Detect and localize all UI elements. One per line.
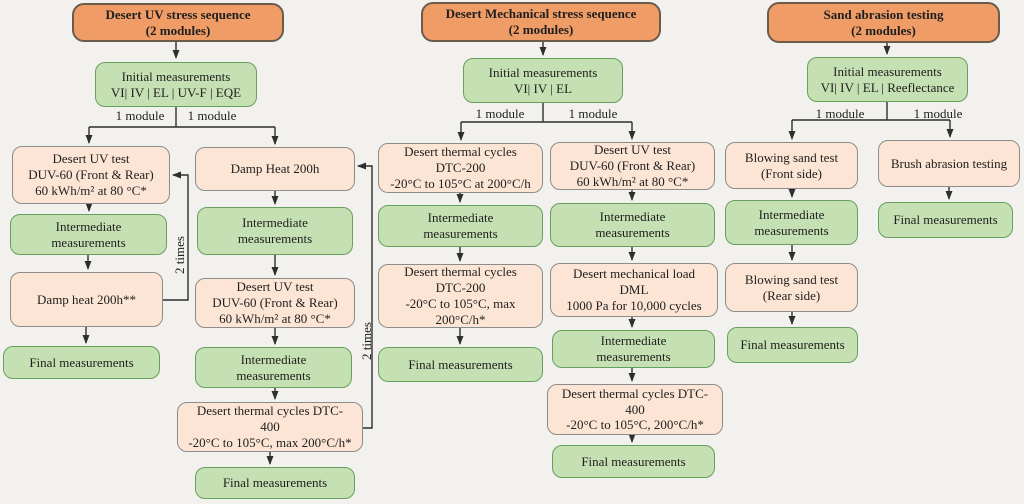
c3-right-brush-abrasion-testing: Brush abrasion testing: [878, 140, 1020, 187]
c1-right-damp-heat: Damp Heat 200h: [195, 147, 355, 191]
c1-right-desert-thermal-cycles: Desert thermal cycles DTC- 400 -20°C to …: [177, 402, 363, 452]
c2-left-final-measurements: Final measurements: [378, 347, 543, 382]
c1-left-loop-label: 2 times: [172, 236, 187, 274]
c3-branch-label-left: 1 module: [815, 106, 865, 121]
c3-header-sand-abrasion-testing: Sand abrasion testing (2 modules): [767, 2, 1000, 43]
c1-left-desert-uv-test: Desert UV test DUV-60 (Front & Rear) 60 …: [12, 146, 170, 204]
c2-right-intermediate-measurements-1: Intermediate measurements: [550, 203, 715, 247]
c2-right-desert-uv-test: Desert UV test DUV-60 (Front & Rear) 60 …: [550, 142, 715, 190]
c2-left-intermediate-measurements: Intermediate measurements: [378, 205, 543, 247]
c2-right-final-measurements: Final measurements: [552, 445, 715, 478]
c2-header-desert-mechanical-sequence: Desert Mechanical stress sequence (2 mod…: [421, 2, 661, 42]
c1-right-intermediate-measurements-1: Intermediate measurements: [197, 207, 353, 255]
c3-left-final-measurements: Final measurements: [727, 327, 858, 363]
c1-branch-label-left: 1 module: [115, 108, 165, 123]
c2-right-intermediate-measurements-2: Intermediate measurements: [552, 330, 715, 368]
c3-branch-label-right: 1 module: [913, 106, 963, 121]
c2-branch-label-right: 1 module: [568, 106, 618, 121]
c2-branch-label-left: 1 module: [475, 106, 525, 121]
c1-header-desert-uv-sequence: Desert UV stress sequence (2 modules): [72, 3, 284, 42]
c3-left-blowing-sand-front: Blowing sand test (Front side): [725, 142, 858, 189]
c1-branch-label-right: 1 module: [187, 108, 237, 123]
c1-left-intermediate-measurements: Intermediate measurements: [10, 214, 167, 255]
c1-right-intermediate-measurements-2: Intermediate measurements: [195, 347, 352, 388]
c3-right-final-measurements: Final measurements: [878, 202, 1013, 238]
c3-initial-measurements: Initial measurements VI| IV | EL | Reefl…: [807, 57, 968, 102]
c1-right-desert-uv-test: Desert UV test DUV-60 (Front & Rear) 60 …: [195, 278, 355, 328]
c2-right-thermal-cycles-dtc400: Desert thermal cycles DTC- 400 -20°C to …: [547, 384, 723, 435]
c2-right-mechanical-load-dml: Desert mechanical load DML 1000 Pa for 1…: [550, 263, 718, 317]
c3-left-intermediate-measurements: Intermediate measurements: [725, 200, 858, 245]
c2-left-thermal-cycles-dtc200-max: Desert thermal cycles DTC-200 -20°C to 1…: [378, 264, 543, 328]
c3-left-blowing-sand-rear: Blowing sand test (Rear side): [725, 263, 858, 312]
c2-left-thermal-cycles-dtc200: Desert thermal cycles DTC-200 -20°C to 1…: [378, 143, 543, 193]
c1-left-final-measurements: Final measurements: [3, 346, 160, 379]
c1-left-damp-heat: Damp heat 200h**: [10, 272, 163, 327]
c1-right-final-measurements: Final measurements: [195, 467, 355, 499]
c1-right-loop-label: 2 times: [359, 322, 374, 360]
c2-initial-measurements: Initial measurements VI| IV | EL: [463, 58, 623, 103]
c1-initial-measurements: Initial measurements VI| IV | EL | UV-F …: [95, 62, 257, 107]
